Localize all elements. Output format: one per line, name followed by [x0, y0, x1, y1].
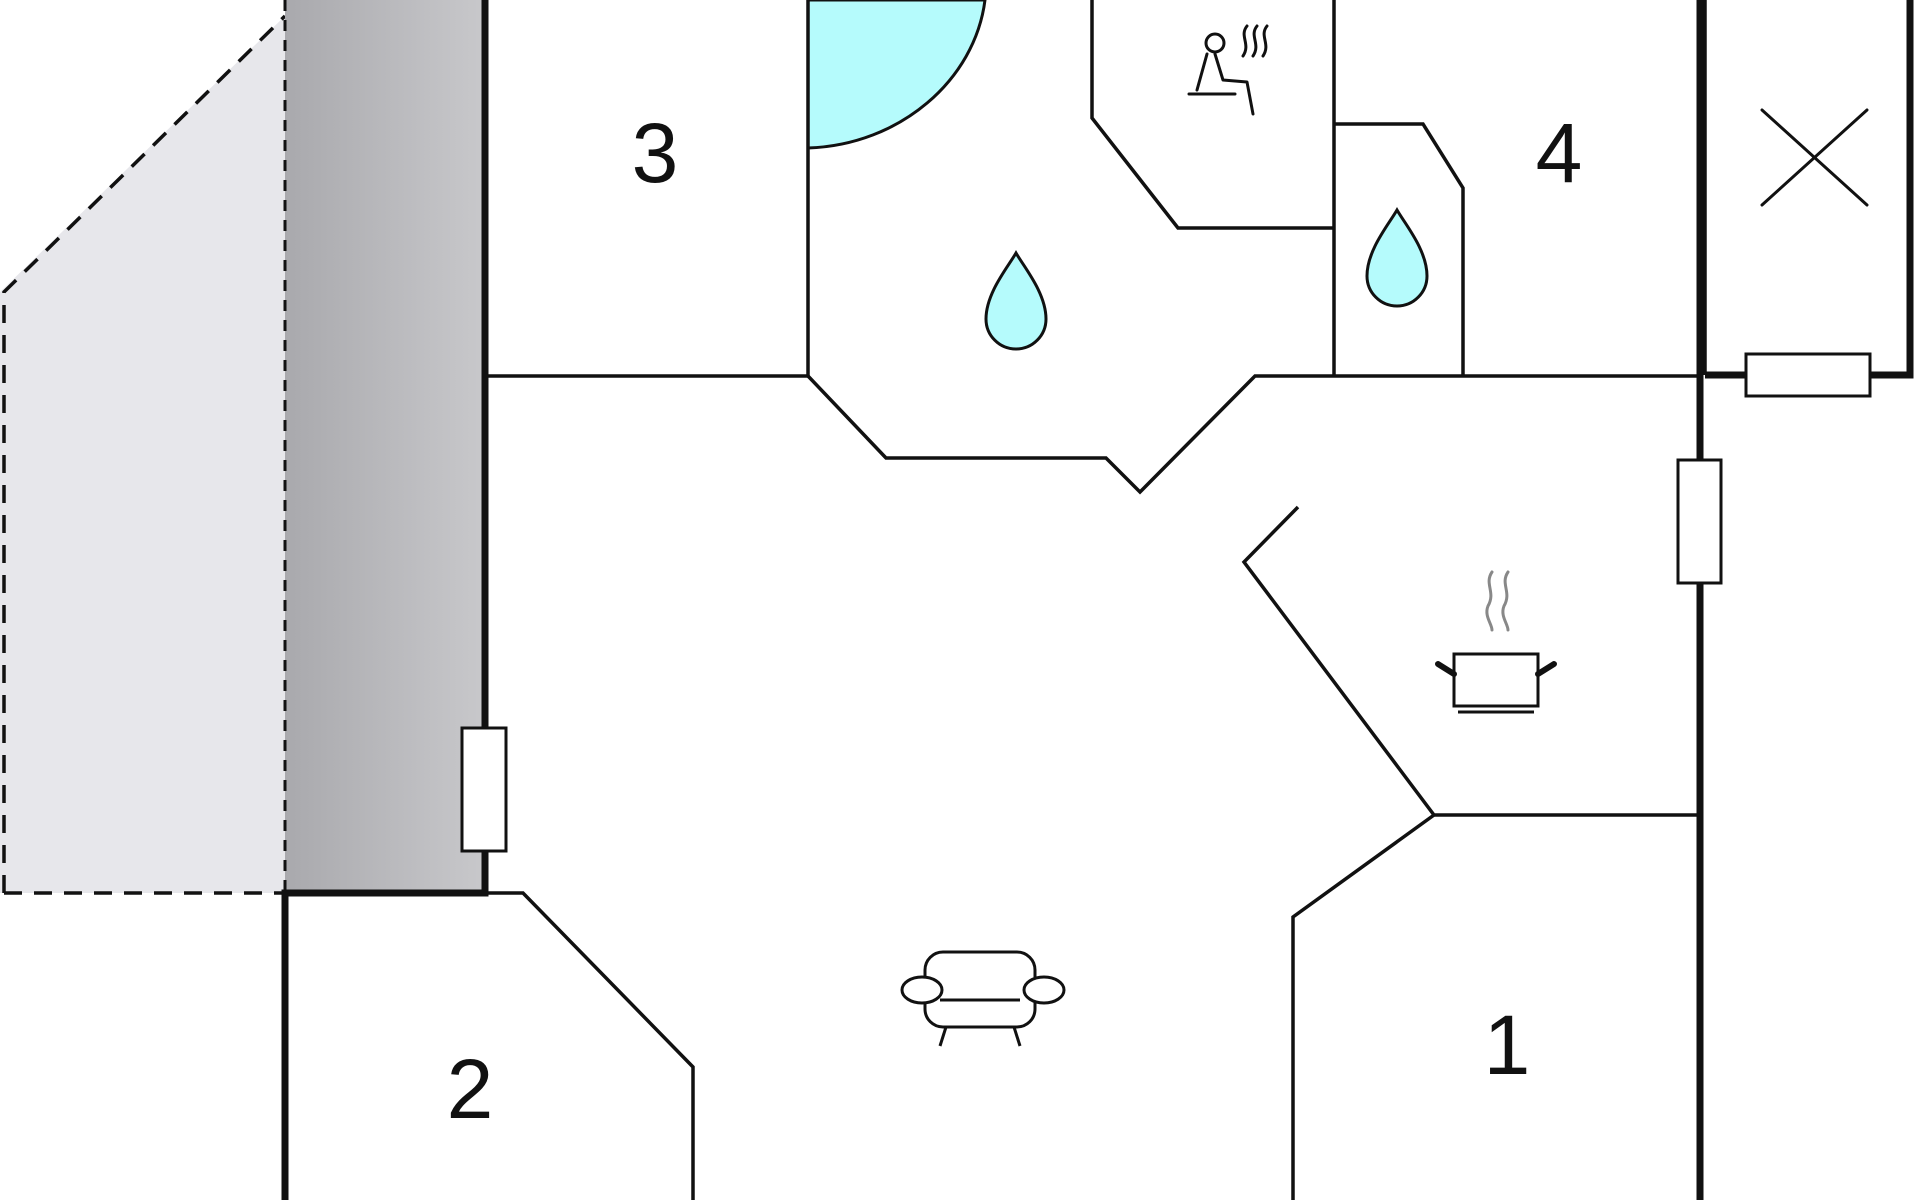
window-balcony: [460, 726, 508, 853]
cross-icon: [1760, 108, 1869, 207]
terrace-area: [0, 16, 285, 893]
room-2-wall: [487, 891, 695, 1200]
room-2-label: 2: [447, 1042, 494, 1136]
balcony-area: [285, 0, 485, 893]
room-3-label: 3: [632, 106, 679, 200]
bathroom-wall: [806, 374, 1700, 495]
sauna-icon: [1187, 24, 1269, 116]
cooking-pot-icon: [1435, 570, 1557, 714]
room-4-label: 4: [1536, 106, 1583, 200]
room-3-wall: [487, 0, 810, 378]
exterior-wall-annex: [1705, 0, 1914, 379]
kitchen-partition: [1241, 505, 1700, 817]
sofa-icon: [900, 950, 1066, 1047]
terrace-outline: [2, 14, 287, 895]
pool-area: [806, 0, 987, 150]
water-drop-icon: [1365, 206, 1429, 308]
wc-wall: [1332, 0, 1465, 376]
room-1-label: 1: [1484, 998, 1531, 1092]
window-annex: [1744, 352, 1872, 398]
room-1-wall: [1291, 813, 1436, 1200]
sauna-wall: [1090, 0, 1334, 230]
exterior-wall-left: [281, 0, 489, 1200]
window-kitchen: [1676, 458, 1723, 585]
water-drop-icon: [984, 249, 1048, 351]
